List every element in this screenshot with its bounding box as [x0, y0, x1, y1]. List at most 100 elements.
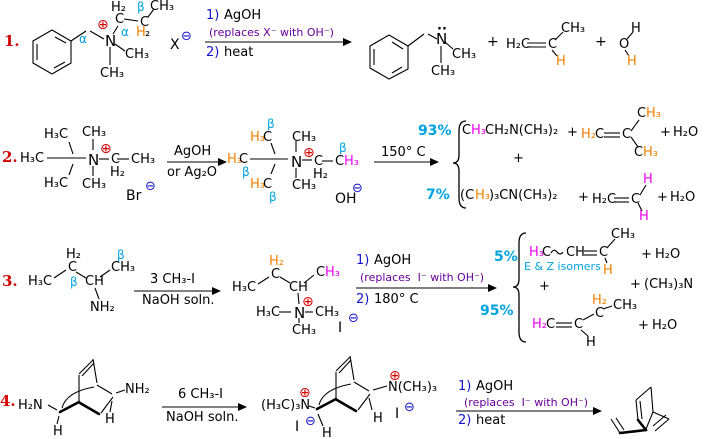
- r2b-plus-charge: ⊕: [303, 145, 315, 161]
- r3a-c1: C: [68, 260, 78, 275]
- r1-ch3-n-right: CH₃: [125, 47, 150, 62]
- r2a-ethyl-ch3: CH₃: [131, 152, 156, 167]
- r2p1-h3: H₃: [471, 123, 486, 138]
- r3b-h3c-n: H₃C: [256, 305, 281, 320]
- r2b-ethyl-h3: H₃: [344, 154, 359, 169]
- r2p2-h-top: H: [643, 172, 653, 187]
- r2a-ethyl-c: C: [111, 152, 121, 167]
- r1-ch3-propyl-end: CH₃: [150, 0, 175, 14]
- r1-alpha-label-benzyl: α: [79, 32, 87, 46]
- r3-step1-num: 1): [356, 253, 370, 268]
- rear-bridge-curve-1: [61, 386, 95, 409]
- r3-plus-right: +: [630, 277, 641, 292]
- r1-plus-1: +: [487, 34, 499, 50]
- r2p2-paren: (C: [460, 188, 475, 203]
- r2-reagent-ag2o: or Ag₂O: [167, 165, 218, 180]
- r3-ez-isomers: E & Z isomers: [524, 260, 601, 273]
- r4-arrow-note: (replaces I⁻ with OH⁻): [464, 396, 589, 409]
- r2p1-ch3top-c: C: [637, 106, 647, 121]
- arrowhead-4: [212, 287, 221, 295]
- r3p2-c3: C: [595, 306, 605, 321]
- bold-front-bonds: [58, 397, 648, 435]
- r3-plus-middle: +: [539, 279, 550, 294]
- r3p2-plus: +: [638, 318, 649, 333]
- r3p1-c2: C: [599, 245, 609, 260]
- r1-h2-top: H₂: [111, 0, 126, 15]
- r1-step1-num: 1): [206, 8, 220, 23]
- r2p2-rest: )₃CN(CH₃)₂: [489, 188, 558, 203]
- r1-product-nitrogen: N: [436, 30, 448, 48]
- r1-beta-hydrogen-sub: ₂: [145, 25, 151, 40]
- r2a-ch3-nbottom: CH₃: [82, 177, 107, 192]
- r2p2-h-bottom: H: [639, 209, 649, 224]
- r2b-beta-left: β: [242, 165, 250, 179]
- r1-nitrogen: N: [105, 32, 117, 50]
- r3-trimethylamine: (CH₃)₃N: [644, 277, 694, 292]
- r4a-h-right: H: [105, 412, 115, 427]
- r2b-beta-right: β: [339, 141, 347, 155]
- r2-percent-93: 93%: [418, 123, 452, 139]
- r4b-h-right: H: [373, 411, 383, 426]
- r4-step1-reagent: AgOH: [476, 379, 514, 394]
- reaction-4-number: 4.: [0, 392, 16, 410]
- arrowhead-7: [593, 407, 602, 415]
- r3p2-h2: H₂: [592, 293, 607, 308]
- r1-water-h-bottom: H: [627, 54, 637, 69]
- r2p2-h2c: H₂C: [592, 192, 617, 207]
- r3b-c2: C: [316, 265, 326, 280]
- r2a-h3c-top: H₃C: [44, 127, 69, 142]
- r3b-c1: C: [271, 267, 281, 282]
- r3p1-ch3: CH₃: [611, 227, 636, 242]
- reaction1-bonds: [32, 8, 634, 80]
- reaction-3-number: 3.: [2, 272, 18, 290]
- r1-water-o: O: [619, 37, 630, 52]
- r2b-ch3-nbottom: CH₃: [292, 178, 317, 193]
- r2p1-ch3bot-c: C: [634, 145, 644, 160]
- r2-plus-middle: +: [513, 151, 524, 166]
- r3b-h3c: H₃C: [232, 280, 257, 295]
- r4-step1-num: 1): [458, 379, 472, 394]
- r1-step2-num: 2): [206, 45, 220, 60]
- r2a-ethyl-h2: H₂: [110, 165, 125, 180]
- reaction-1-number: 1.: [4, 32, 20, 50]
- r2a-nitrogen: N: [88, 151, 100, 169]
- r3p2-c1: C: [546, 317, 556, 332]
- r3p1-c: C: [542, 245, 552, 260]
- r2b-ethyl-h2: H₂: [313, 167, 328, 182]
- r1-counterion-x: X: [170, 37, 180, 53]
- r4b-h-left: H: [322, 426, 332, 439]
- r3b-plus-charge: ⊕: [302, 294, 314, 310]
- r1-arrow-note: (replaces X⁻ with OH⁻): [209, 26, 334, 39]
- r4a-nh2: NH₂: [125, 382, 150, 397]
- r4a-h2n: H₂N: [18, 398, 43, 413]
- r2-temperature: 150° C: [381, 145, 426, 160]
- r1-alpha-label-chain: α: [121, 25, 129, 39]
- r2a-plus-charge: ⊕: [100, 141, 112, 157]
- r3b-iodide-minus: ⊖: [348, 311, 359, 326]
- r3-step2-num: 2): [356, 292, 370, 307]
- r4a-h-left: H: [53, 424, 63, 439]
- r2b-ethyl-c2: C: [335, 154, 345, 169]
- r2b-h3-top: H₃: [250, 130, 265, 145]
- r2b-h3-left: H₃: [227, 152, 242, 167]
- arrowhead-5: [488, 284, 497, 292]
- r3-reagent: 3 CH₃-I: [150, 272, 195, 287]
- r4b-iodide-minus-left: ⊖: [305, 414, 316, 429]
- r1-beta-carbon: C: [140, 15, 150, 30]
- r3-percent-95: 95%: [480, 303, 514, 319]
- reaction3-bonds: [53, 232, 616, 343]
- r2b-ch3-ntop: CH₃: [292, 130, 317, 145]
- r3p1-ch: CH: [566, 245, 585, 260]
- r1-product-ch3-down: CH₃: [431, 64, 456, 79]
- r2a-bromide: Br: [126, 188, 142, 204]
- r2p2-h2o: H₂O: [670, 190, 696, 205]
- r3a-nh2: NH₂: [90, 300, 115, 315]
- r2b-c-left: C: [239, 152, 249, 167]
- r2b-hydroxide: OH: [335, 191, 357, 207]
- reaction2-bonds: [47, 119, 647, 212]
- r3p2-c2: C: [574, 317, 584, 332]
- r2-percent-7: 7%: [426, 187, 450, 203]
- r2a-h3c-bottom: H₃C: [44, 176, 69, 191]
- r2p2-c2: C: [631, 192, 641, 207]
